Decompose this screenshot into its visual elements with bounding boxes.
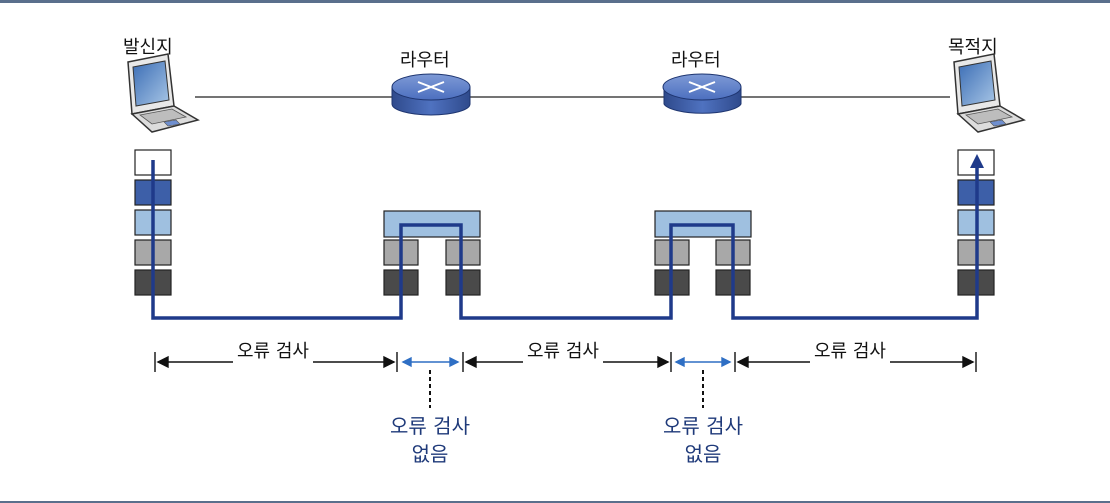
router1-icon: [391, 73, 471, 116]
data-path-line: [151, 160, 979, 320]
source-label: 발신지: [123, 37, 173, 58]
no-check-span-1: [401, 356, 460, 368]
error-check-label-2: 오류 검사: [523, 337, 603, 363]
no-check-label-1-line2: 없음: [411, 442, 449, 466]
no-check-label-2-line1: 오류 검사: [663, 414, 743, 438]
router2-label: 라우터: [671, 50, 721, 71]
destination-laptop-icon: [953, 53, 1026, 133]
router1-layer-datalink-out: [445, 239, 481, 266]
bottom-border: [0, 501, 1110, 503]
no-check-label-1: 오류 검사 없음: [378, 412, 482, 468]
destination-label: 목적지: [948, 37, 998, 58]
no-check-label-1-line1: 오류 검사: [390, 414, 470, 438]
no-check-span-2: [674, 356, 732, 368]
data-path-arrowhead: [970, 154, 984, 168]
router1-layer-physical-out: [445, 269, 481, 296]
top-border: [0, 0, 1110, 3]
error-check-label-3: 오류 검사: [810, 337, 890, 363]
error-check-label-1: 오류 검사: [233, 337, 313, 363]
no-check-label-2-line2: 없음: [684, 442, 722, 466]
router2-icon: [662, 73, 742, 114]
router1-label: 라우터: [400, 50, 450, 71]
no-check-label-2: 오류 검사 없음: [651, 412, 755, 468]
source-laptop-icon: [127, 53, 200, 133]
